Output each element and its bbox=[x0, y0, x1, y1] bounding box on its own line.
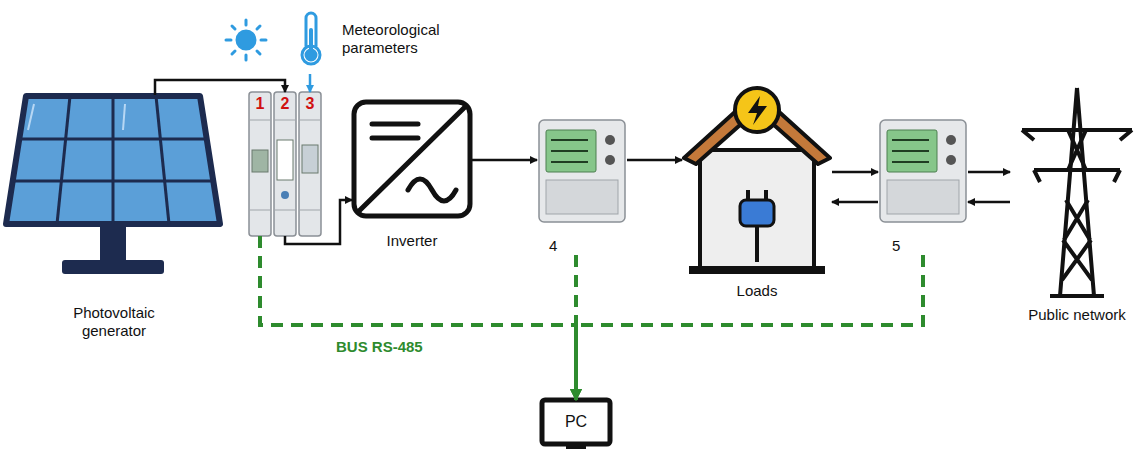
inverter-symbol bbox=[354, 102, 470, 216]
node-label: 2 bbox=[281, 94, 290, 113]
meteo-sensors: Meteorological parameters bbox=[222, 4, 460, 74]
node-label: PC bbox=[565, 412, 587, 431]
meter-device: 3 bbox=[299, 92, 321, 236]
monitor-icon bbox=[542, 400, 610, 449]
inverter-node: Inverter bbox=[352, 100, 472, 250]
power-arrow bbox=[968, 201, 1010, 204]
pv-panel bbox=[6, 96, 220, 274]
node-label: 4 bbox=[549, 237, 557, 255]
node-label: Public network bbox=[1028, 306, 1126, 324]
house-icon bbox=[684, 88, 830, 274]
node-label: 3 bbox=[306, 94, 315, 113]
energy-meter bbox=[539, 120, 625, 222]
meter-device: 1 bbox=[249, 92, 271, 236]
power-arrow bbox=[832, 201, 878, 204]
energy-meter bbox=[880, 120, 966, 222]
energy-meter-node: 4 bbox=[537, 118, 627, 255]
power-arrow bbox=[472, 159, 537, 162]
power-arrow bbox=[155, 80, 285, 95]
loads-node: Loads bbox=[682, 84, 832, 300]
power-arrow bbox=[968, 171, 1010, 174]
bus-line bbox=[576, 255, 923, 400]
power-arrow bbox=[832, 171, 878, 174]
node-label: Inverter bbox=[387, 232, 438, 250]
node-label: Photovoltaic generator bbox=[49, 304, 179, 340]
pv-generator: Photovoltaic generator bbox=[4, 95, 224, 340]
pc-node: PC bbox=[542, 400, 610, 444]
power-arrow bbox=[309, 74, 312, 92]
node-label: Loads bbox=[737, 282, 778, 300]
bus-label: BUS RS-485 bbox=[336, 338, 423, 356]
node-label: 5 bbox=[892, 237, 900, 255]
meter-device: 2 bbox=[274, 92, 296, 236]
din-rail-devices bbox=[249, 92, 321, 236]
node-label: Meteorological parameters bbox=[342, 21, 460, 57]
energy-meter-node: 5 bbox=[878, 118, 968, 255]
weather-icons bbox=[226, 13, 320, 64]
power-arrow bbox=[627, 159, 682, 162]
pylon-icon bbox=[1022, 88, 1132, 296]
public-network-node: Public network bbox=[1010, 84, 1144, 324]
power-arrow bbox=[285, 200, 352, 244]
bus-line bbox=[260, 236, 576, 400]
node-label: 1 bbox=[256, 94, 265, 113]
